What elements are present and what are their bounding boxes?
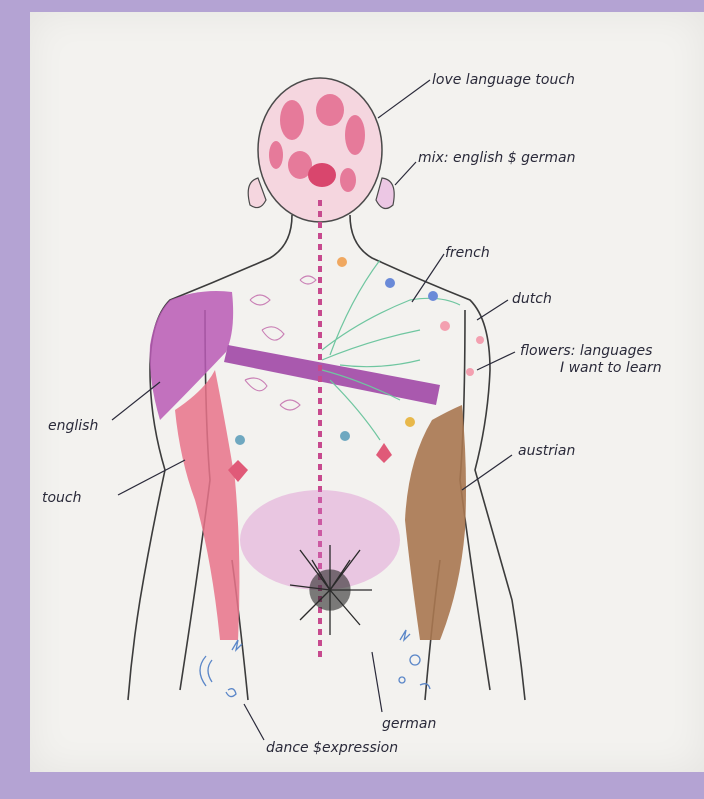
label-austrian: austrian xyxy=(518,443,575,459)
label-flowers-line1: flowers: languages xyxy=(520,343,652,359)
label-dance: dance $expression xyxy=(266,740,398,756)
label-flowers-line2: I want to learn xyxy=(560,360,662,376)
label-mix: mix: english $ german xyxy=(418,150,575,166)
label-english: english xyxy=(48,418,98,434)
mix-stripe xyxy=(224,345,440,405)
label-french: french xyxy=(445,245,490,261)
label-touch: touch xyxy=(42,490,82,506)
touch-region xyxy=(175,370,239,640)
label-dutch: dutch xyxy=(512,291,552,307)
label-german: german xyxy=(382,716,436,732)
label-love-language: love language touch xyxy=(432,72,575,88)
austrian-region xyxy=(405,405,466,640)
swirl-patterns xyxy=(245,276,316,410)
